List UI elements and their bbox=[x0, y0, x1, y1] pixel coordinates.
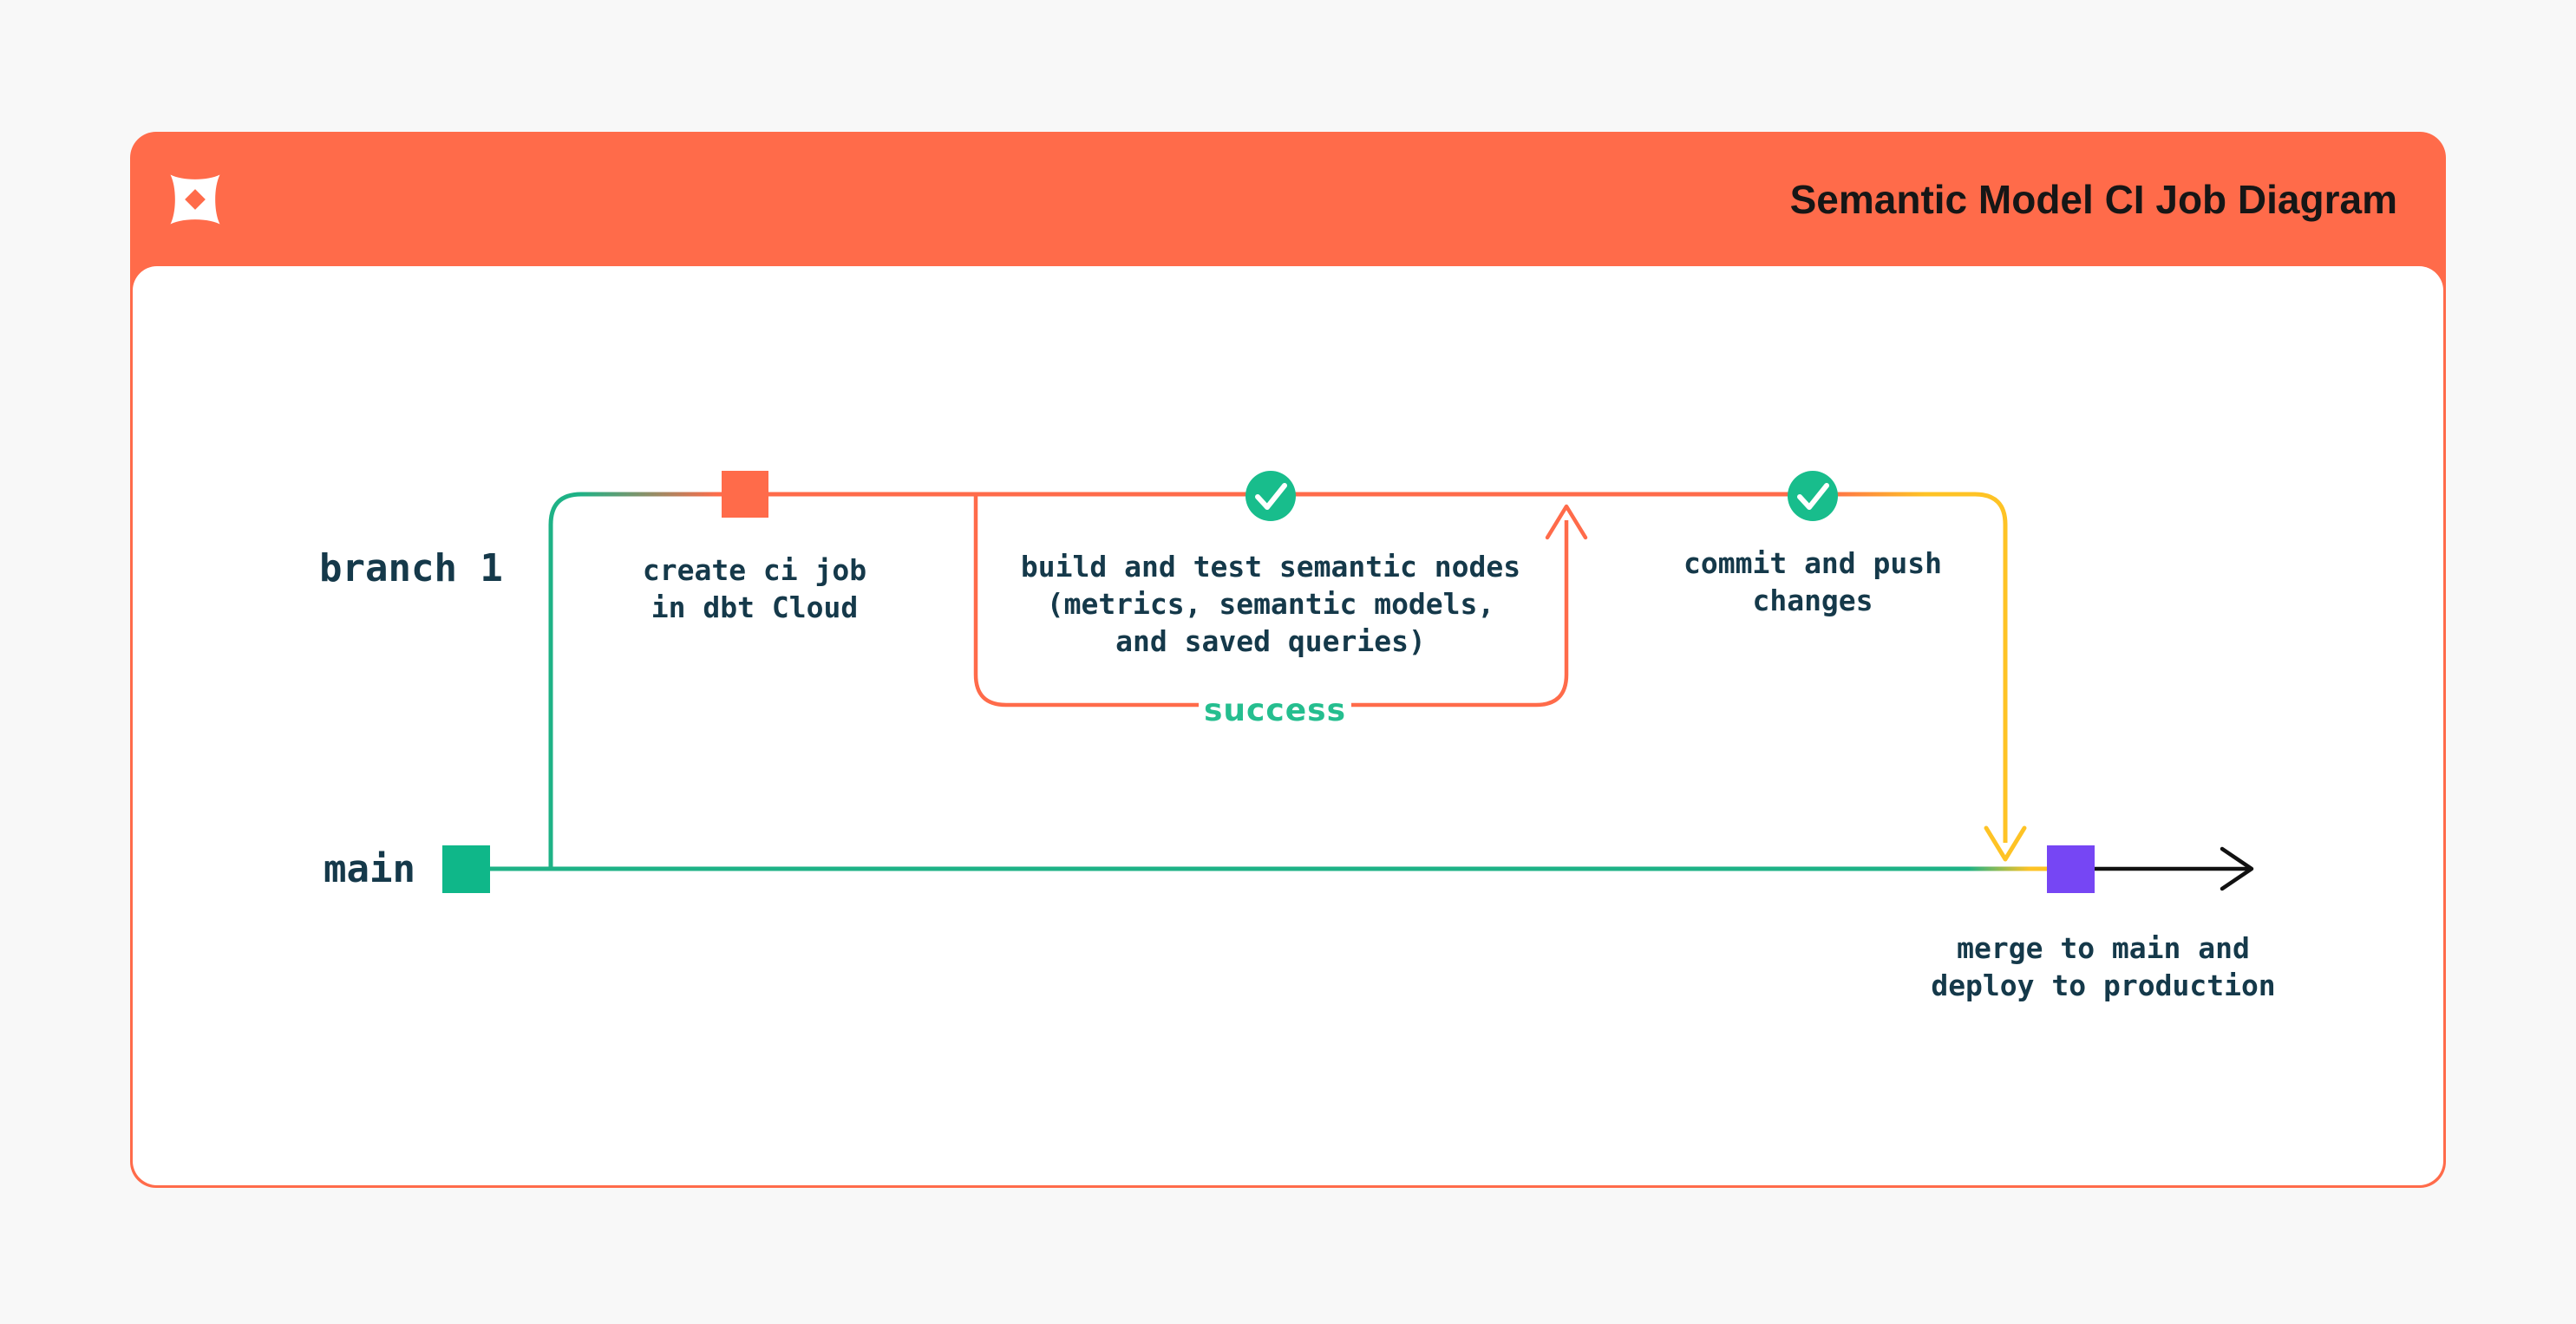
card-header: Semantic Model CI Job Diagram bbox=[130, 132, 2446, 266]
create-ci-job-line1: create ci job bbox=[642, 553, 867, 587]
commit-push-line1: commit and push bbox=[1683, 546, 1943, 580]
merge-deploy-line1: merge to main and bbox=[1957, 931, 2250, 965]
build-test-line2: (metrics, semantic models, bbox=[1046, 587, 1495, 621]
build-test-line1: build and test semantic nodes bbox=[1020, 550, 1521, 584]
dbt-logo-center-diamond bbox=[185, 188, 206, 210]
page-title: Semantic Model CI Job Diagram bbox=[1789, 176, 2397, 222]
branch-1-label: branch 1 bbox=[319, 546, 503, 590]
create-ci-job-line2: in dbt Cloud bbox=[651, 590, 859, 624]
commit-push-line2: changes bbox=[1752, 584, 1873, 617]
diagram-card: Semantic Model CI Job Diagram bbox=[130, 132, 2446, 1188]
build-test-line3: and saved queries) bbox=[1115, 624, 1426, 658]
build-test-label: build and test semantic nodes (metrics, … bbox=[1021, 548, 1520, 660]
merge-deploy-label: merge to main and deploy to production bbox=[1931, 929, 2275, 1004]
success-label: success bbox=[1203, 693, 1347, 728]
merge-deploy-line2: deploy to production bbox=[1931, 969, 2276, 1002]
create-ci-job-label: create ci job in dbt Cloud bbox=[643, 551, 866, 626]
commit-push-label: commit and push changes bbox=[1684, 545, 1942, 619]
dbt-logo-icon bbox=[170, 173, 220, 225]
main-label: main bbox=[324, 847, 415, 891]
